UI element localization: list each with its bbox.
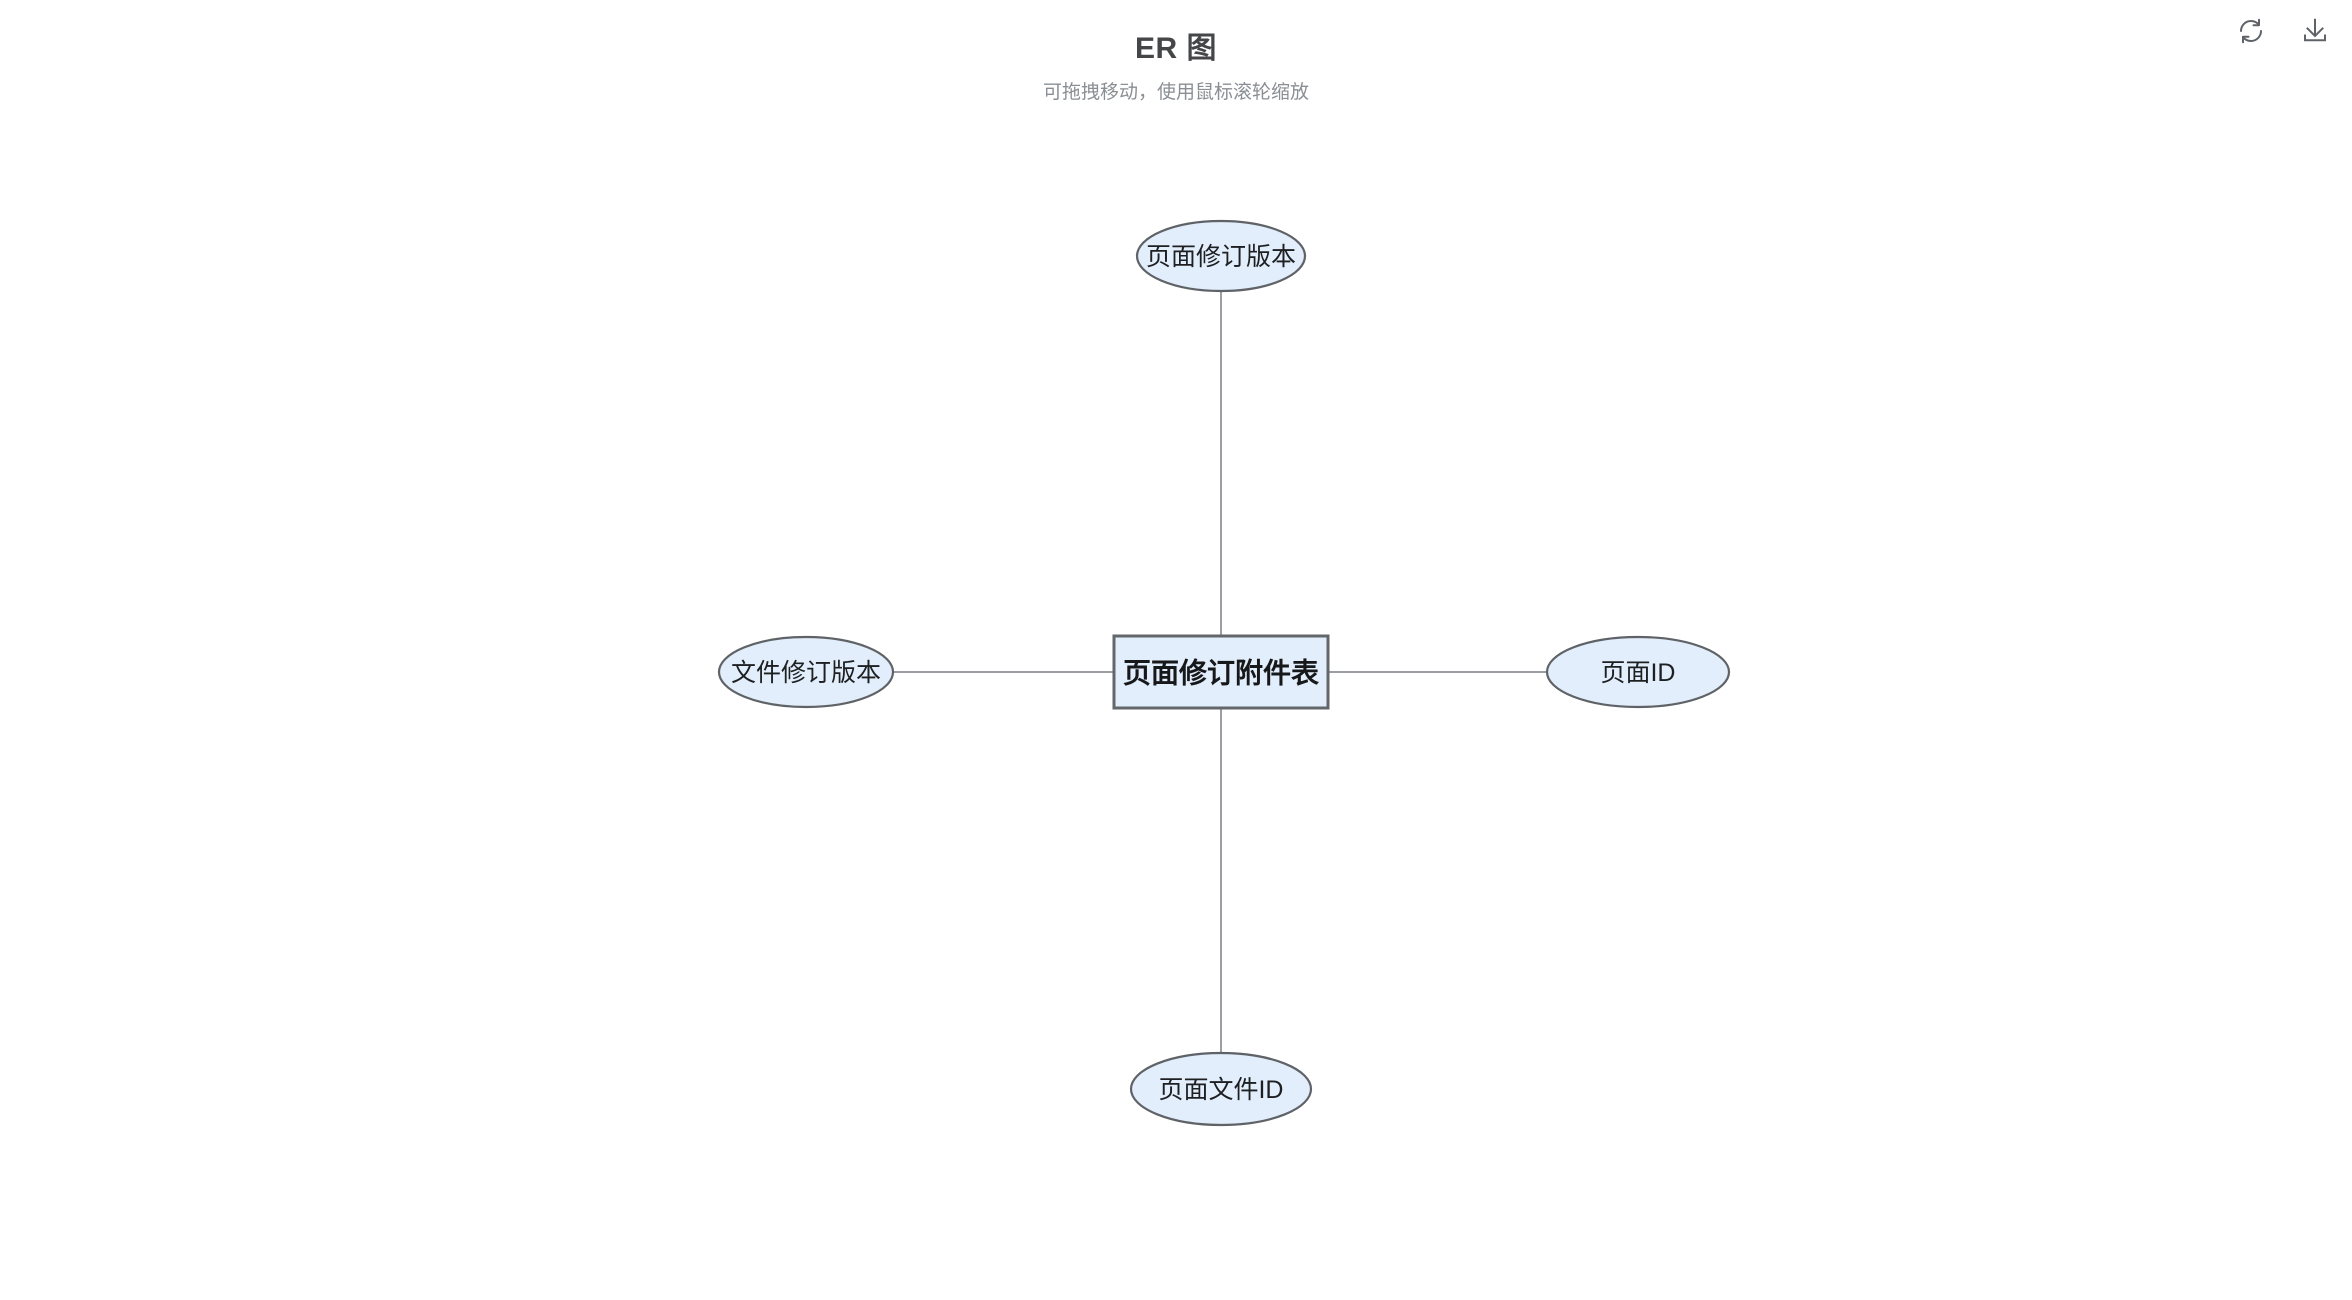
- entity-node-page-revision-attachment-table[interactable]: 页面修订附件表: [1112, 634, 1330, 710]
- download-button[interactable]: [2296, 12, 2334, 50]
- attribute-node-page-file-id[interactable]: 页面文件ID: [1129, 1051, 1313, 1127]
- attribute-node-file-revision-version[interactable]: 文件修订版本: [717, 635, 895, 709]
- refresh-icon: [2236, 16, 2266, 46]
- entity-rect[interactable]: [1112, 634, 1330, 710]
- attribute-label: 页面文件ID: [1158, 1076, 1283, 1104]
- attribute-label: 页面ID: [1600, 659, 1675, 687]
- edge-group: [893, 291, 1547, 1053]
- download-icon: [2300, 16, 2330, 46]
- attribute-node-page-id[interactable]: 页面ID: [1545, 635, 1731, 709]
- attribute-ellipse[interactable]: [1129, 1051, 1313, 1127]
- diagram-toolbar: [2232, 12, 2334, 50]
- reset-view-button[interactable]: [2232, 12, 2270, 50]
- attribute-label: 页面修订版本: [1146, 243, 1296, 271]
- attribute-node-page-revision-version[interactable]: 页面修订版本: [1135, 219, 1307, 293]
- attribute-ellipse[interactable]: [1135, 219, 1307, 293]
- attribute-ellipse[interactable]: [1545, 635, 1731, 709]
- attribute-ellipse[interactable]: [717, 635, 895, 709]
- entity-label: 页面修订附件表: [1123, 658, 1319, 689]
- attribute-label: 文件修订版本: [731, 659, 881, 687]
